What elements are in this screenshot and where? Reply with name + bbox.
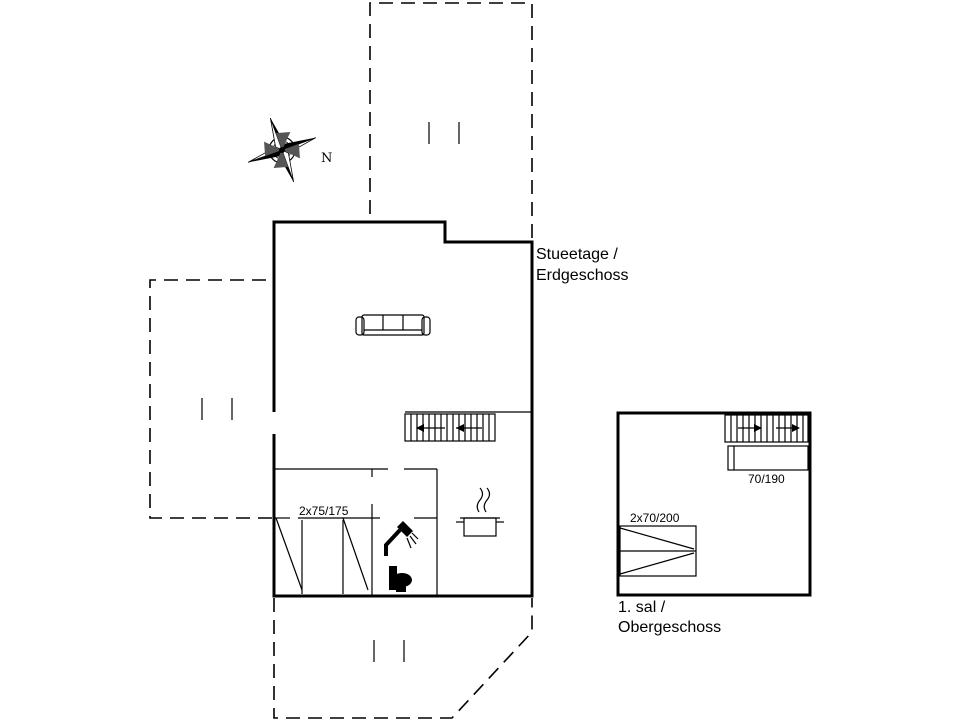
upper-single-bed <box>727 445 809 471</box>
ground-bed-size-label: 2x75/175 <box>299 504 349 518</box>
upper-twin-bed-size-label: 2x70/200 <box>630 511 680 525</box>
shower-icon <box>384 521 419 556</box>
upper-floor-walls <box>616 411 812 597</box>
ground-floor-label-line2: Erdgeschoss <box>536 267 629 284</box>
sofa-icon <box>355 314 431 336</box>
terrace-north <box>369 2 533 240</box>
stairs-icon <box>724 414 809 443</box>
stairs-icon <box>404 413 496 442</box>
ground-floor-interior-walls <box>274 411 532 596</box>
north-label: N <box>321 151 332 166</box>
compass-rose-icon <box>247 117 317 183</box>
cooking-pot-icon <box>456 487 504 537</box>
upper-floor-label-line2: Obergeschoss <box>618 619 721 636</box>
ground-floor-beds <box>275 517 369 594</box>
upper-floor-label-line1: 1. sal / <box>618 599 666 616</box>
terrace-south <box>273 598 533 719</box>
upper-single-bed-size-label: 70/190 <box>748 472 785 486</box>
toilet-icon <box>389 566 412 592</box>
ground-floor-walls <box>272 220 534 598</box>
ground-floor-label-line1: Stueetage / <box>536 246 618 263</box>
upper-twin-beds <box>619 525 697 577</box>
terrace-west <box>149 279 272 519</box>
